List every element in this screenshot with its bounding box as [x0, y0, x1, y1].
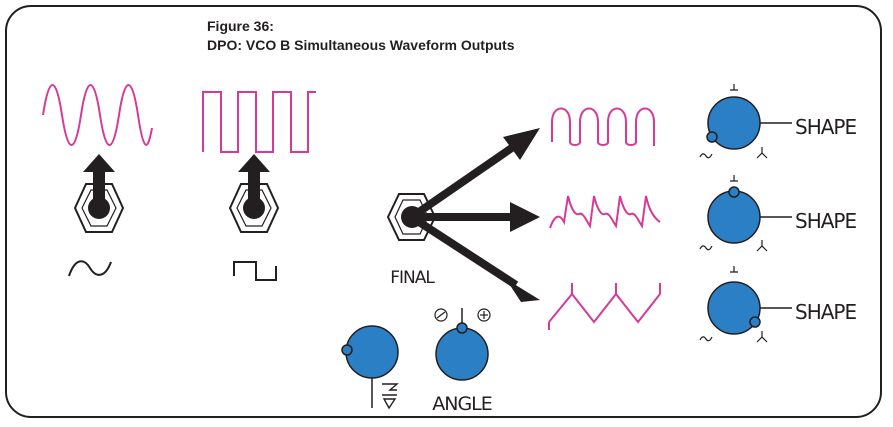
knob2-left-mark-icon: [699, 245, 713, 251]
plus-circle-icon: [477, 308, 491, 322]
sine-select-switch[interactable]: [73, 154, 125, 233]
shape-knob-2[interactable]: [707, 186, 792, 244]
saw-sine-waveform-icon: [549, 195, 661, 229]
minus-circle-icon: [434, 308, 448, 322]
shape-knob-3[interactable]: [707, 281, 792, 335]
knob1-top-mark-icon: [730, 84, 738, 91]
sine-symbol-icon: [68, 260, 112, 277]
square-symbol-icon: [233, 261, 277, 281]
final-label: FINAL: [390, 268, 435, 288]
knob3-right-mark-icon: [756, 331, 768, 343]
sine-waveform-icon: [42, 84, 153, 146]
knob2-right-mark-icon: [756, 240, 768, 252]
angle-label: ANGLE: [432, 393, 492, 415]
shape-label-2: SHAPE: [795, 209, 856, 233]
angle-knob[interactable]: [435, 308, 489, 381]
knob1-left-mark-icon: [699, 153, 713, 159]
knob2-top-mark-icon: [730, 175, 738, 182]
figure-frame: [5, 5, 882, 418]
shape-label-3: SHAPE: [795, 300, 856, 324]
shape-knob-1[interactable]: [706, 96, 792, 150]
rounded-square-waveform-icon: [551, 107, 655, 146]
triangle-waveform-icon: [548, 283, 661, 330]
knob3-top-mark-icon: [730, 266, 738, 273]
shape-label-1: SHAPE: [795, 115, 856, 139]
pulse-glyph-icon: [382, 383, 399, 410]
square-waveform-icon: [202, 91, 316, 153]
knob3-left-mark-icon: [699, 336, 713, 342]
pulse-knob[interactable]: [341, 325, 399, 408]
square-select-switch[interactable]: [228, 154, 280, 233]
knob1-right-mark-icon: [756, 147, 768, 159]
figure-title: DPO: VCO B Simultaneous Waveform Outputs: [207, 37, 515, 53]
output-arrows: [413, 128, 540, 302]
figure-number: Figure 36:: [207, 18, 274, 34]
